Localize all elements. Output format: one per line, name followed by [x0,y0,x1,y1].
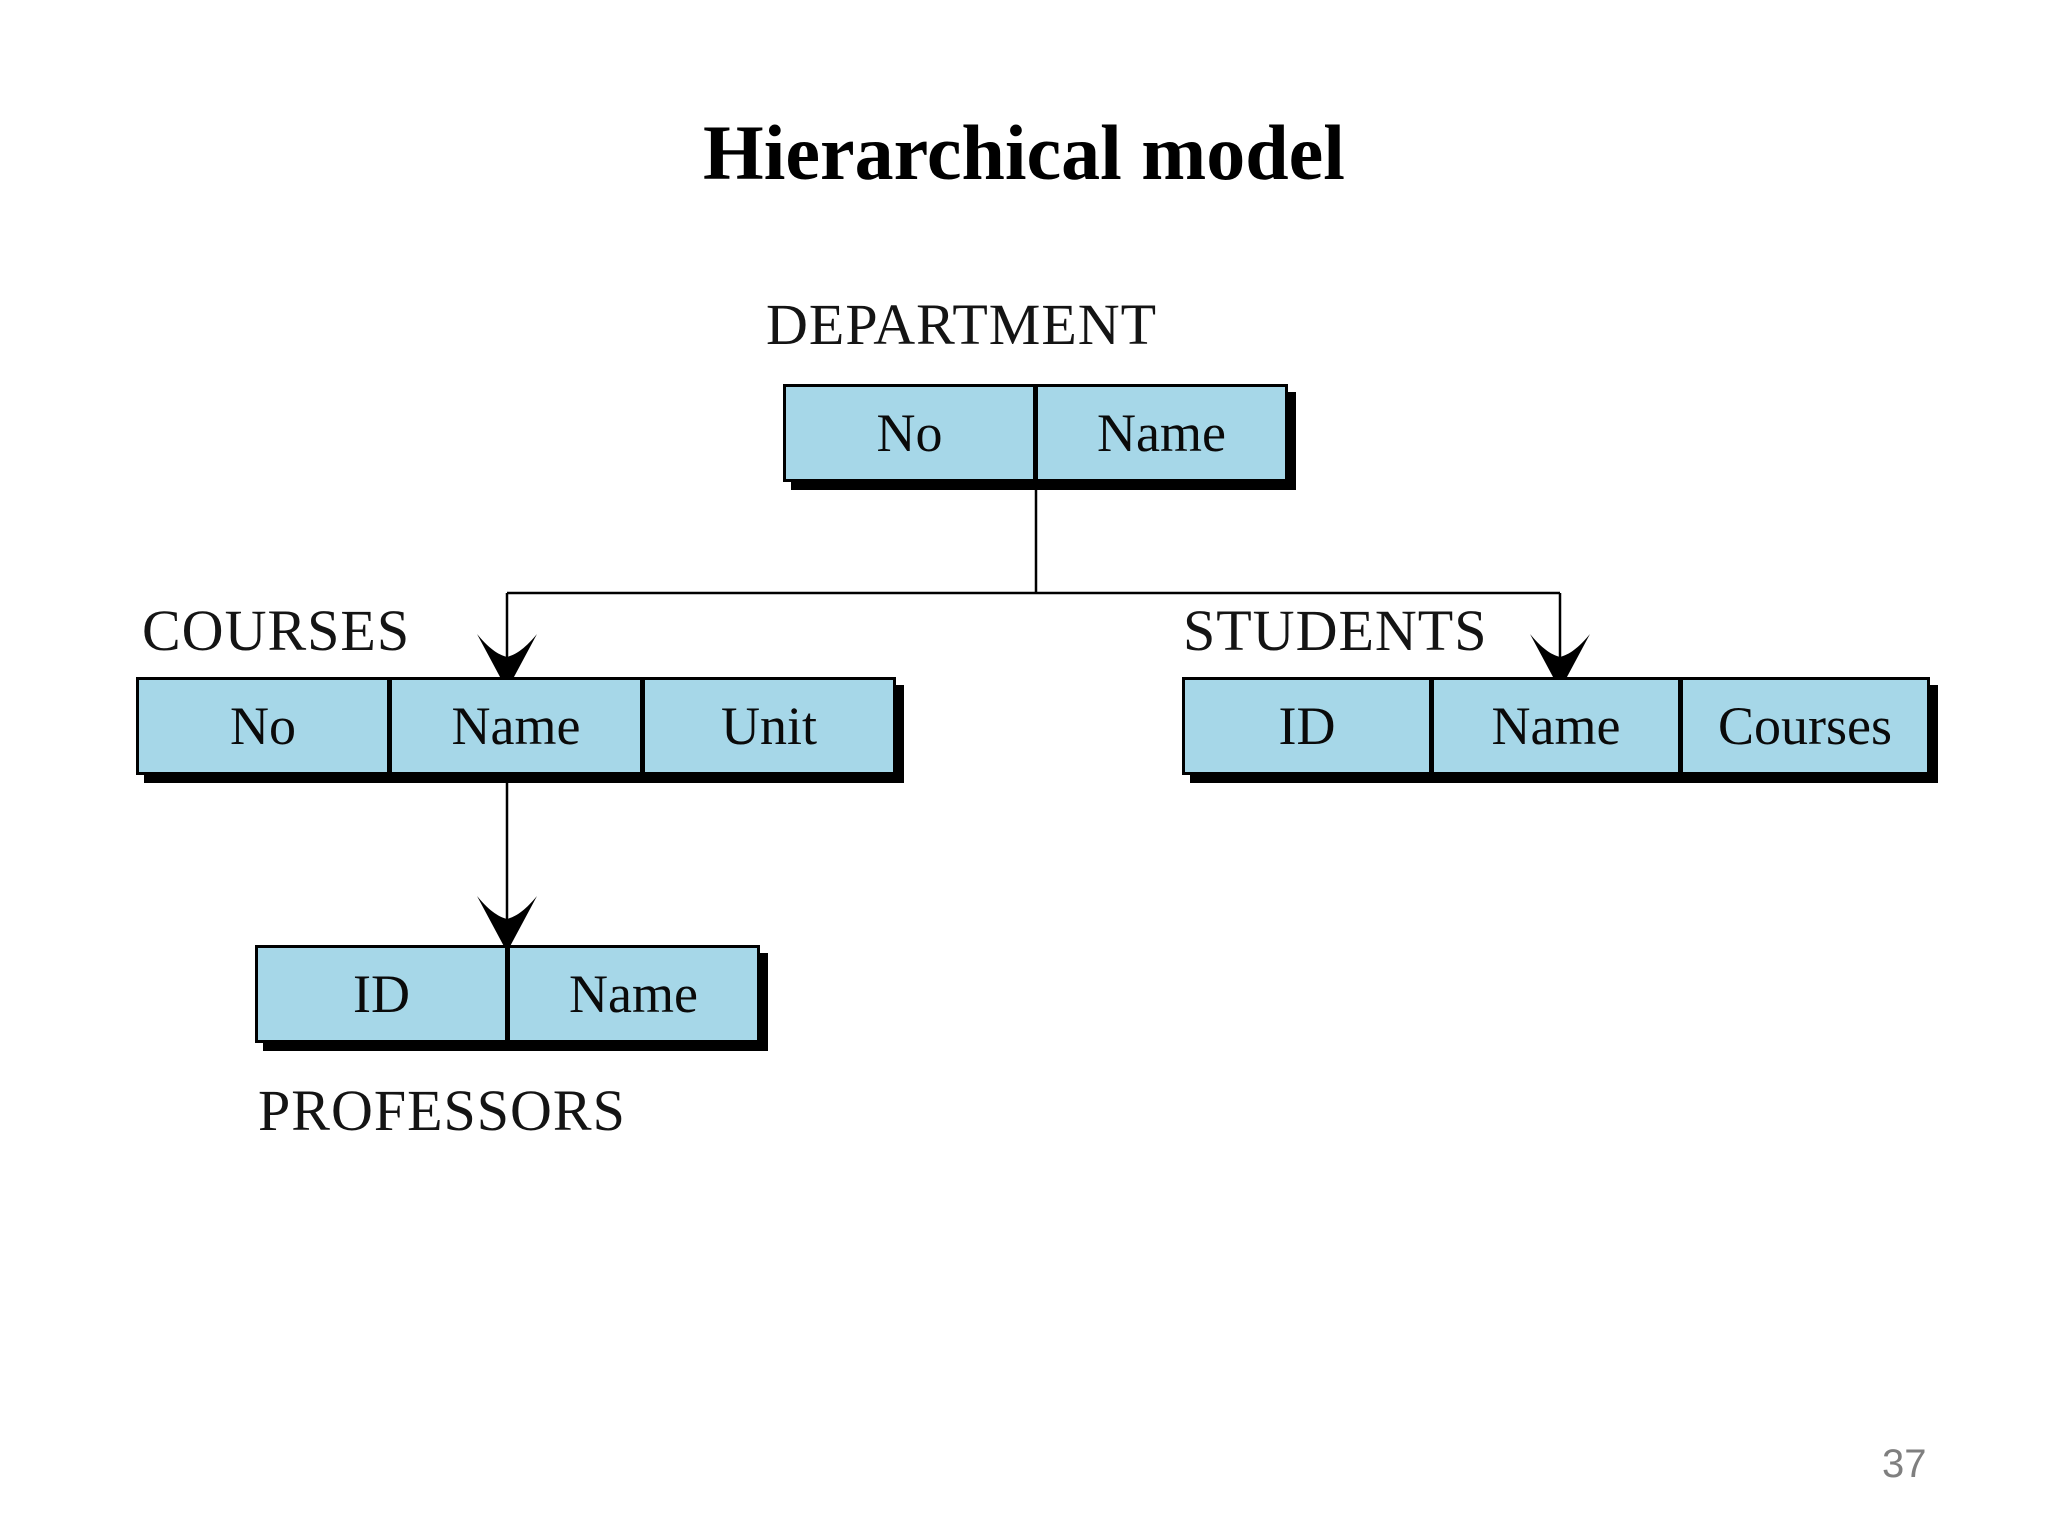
field-cell-courses-name: Name [389,677,643,775]
page-number: 37 [1882,1442,1927,1486]
field-cell-courses-unit: Unit [642,677,896,775]
arrowhead-down-icon [477,896,537,952]
field-cell-department-no: No [783,384,1036,482]
page-title: Hierarchical model [703,109,1345,196]
field-cell-students-id: ID [1182,677,1432,775]
table-students: ID Name Courses [1182,677,1930,775]
field-cell-courses-no: No [136,677,390,775]
field-cell-students-courses: Courses [1680,677,1930,775]
table-label-department: DEPARTMENT [766,292,1158,357]
table-label-professors: PROFESSORS [258,1078,626,1143]
table-department: No Name [783,384,1288,482]
table-label-courses: COURSES [142,598,411,663]
table-courses: No Name Unit [136,677,896,775]
table-label-students: STUDENTS [1183,598,1488,663]
field-cell-students-name: Name [1431,677,1681,775]
field-cell-professors-name: Name [507,945,760,1043]
table-professors: ID Name [255,945,760,1043]
field-cell-professors-id: ID [255,945,508,1043]
field-cell-department-name: Name [1035,384,1288,482]
